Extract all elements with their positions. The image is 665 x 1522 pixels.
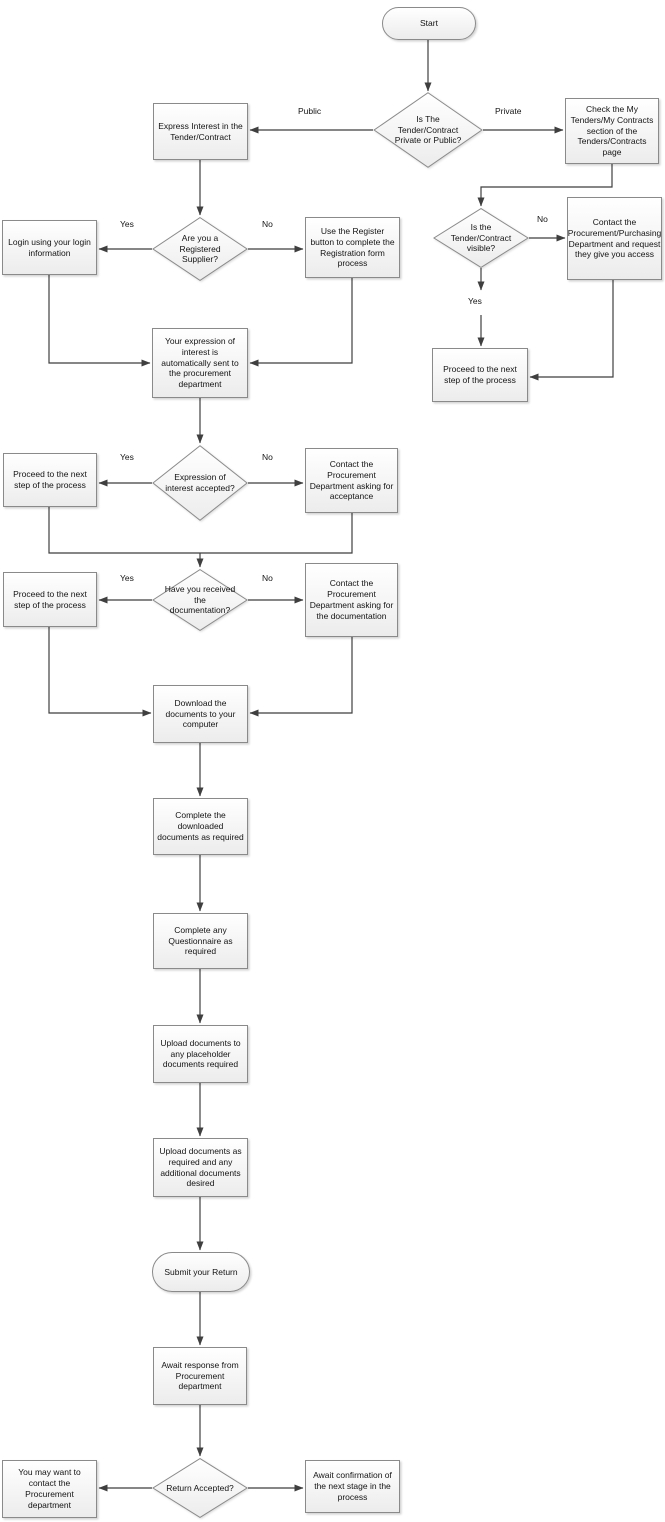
process-contact-for-acceptance: Contact the Procurement Department askin… bbox=[305, 448, 398, 513]
edge-check-to-visible-decision bbox=[477, 164, 613, 207]
diamond-shape bbox=[152, 569, 248, 631]
diamond-shape bbox=[152, 445, 248, 521]
node-label: Complete the downloaded documents as req… bbox=[157, 810, 244, 842]
node-label: Your expression of interest is automatic… bbox=[161, 335, 239, 390]
process-login: Login using your login information bbox=[2, 220, 97, 275]
diamond-shape bbox=[373, 92, 483, 168]
diamond-shape bbox=[152, 217, 248, 281]
node-label: Complete any Questionnaire as required bbox=[168, 924, 233, 957]
edge-contact-purchasing-to-proceed bbox=[529, 280, 614, 381]
process-complete-questionnaire: Complete any Questionnaire as required bbox=[153, 913, 248, 969]
node-label: Is The Tender/Contract Private or Public… bbox=[394, 113, 462, 146]
node-label: Contact the Procurement Department askin… bbox=[309, 458, 394, 502]
node-label: Upload documents to any placeholder docu… bbox=[160, 1037, 241, 1070]
diamond-shape bbox=[152, 1458, 248, 1518]
edge-label-docs-yes: Yes bbox=[120, 573, 134, 583]
edge-label-visible-no: No bbox=[537, 214, 548, 224]
edge-label-accepted-yes: Yes bbox=[120, 452, 134, 462]
node-label: Contact the Procurement Department askin… bbox=[309, 578, 394, 621]
node-label: Login using your login information bbox=[8, 236, 91, 258]
process-download-documents: Download the documents to your computer bbox=[153, 685, 248, 743]
submit-return-terminator: Submit your Return bbox=[152, 1252, 250, 1292]
process-proceed-next-step-accepted: Proceed to the next step of the process bbox=[3, 453, 97, 507]
start-terminator: Start bbox=[382, 7, 476, 40]
process-proceed-next-step-docs: Proceed to the next step of the process bbox=[3, 572, 97, 627]
node-label: Start bbox=[420, 18, 438, 29]
edge-label-accepted-no: No bbox=[262, 452, 273, 462]
node-label: Submit your Return bbox=[164, 1266, 238, 1277]
edge-label-registered-no: No bbox=[262, 219, 273, 229]
decision-expression-accepted: Expression of interest accepted? bbox=[152, 445, 248, 521]
node-label: Await response from Procurement departme… bbox=[161, 1359, 239, 1392]
process-upload-required-documents: Upload documents as required and any add… bbox=[153, 1138, 248, 1197]
decision-received-documentation: Have you received the documentation? bbox=[152, 569, 248, 631]
node-label: Express Interest in the Tender/Contract bbox=[158, 120, 243, 142]
process-use-register-button: Use the Register button to complete the … bbox=[305, 217, 400, 278]
node-label: Is the Tender/Contract visible? bbox=[450, 221, 512, 254]
process-contact-for-documentation: Contact the Procurement Department askin… bbox=[305, 563, 398, 637]
node-label: You may want to contact the Procurement … bbox=[18, 1467, 81, 1510]
decision-registered-supplier: Are you a Registered Supplier? bbox=[152, 217, 248, 281]
node-label: Proceed to the next step of the process bbox=[443, 364, 517, 385]
decision-tender-visible: Is the Tender/Contract visible? bbox=[433, 208, 529, 268]
edge-proceed-to-download bbox=[48, 627, 152, 717]
edge-merge-right bbox=[200, 513, 353, 554]
process-expression-sent: Your expression of interest is automatic… bbox=[152, 328, 248, 398]
diamond-shape bbox=[433, 208, 529, 268]
process-proceed-next-step-visible: Proceed to the next step of the process bbox=[432, 348, 528, 402]
process-contact-purchasing-for-access: Contact the Procurement/Purchasing Depar… bbox=[567, 197, 662, 280]
node-label: Expression of interest accepted? bbox=[165, 472, 235, 493]
edge-label-private: Private bbox=[495, 106, 522, 116]
node-label: Proceed to the next step of the process bbox=[13, 469, 87, 490]
node-label: Are you a Registered Supplier? bbox=[179, 232, 221, 265]
node-label: Check the My Tenders/My Contracts sectio… bbox=[570, 103, 654, 158]
process-await-confirmation: Await confirmation of the next stage in … bbox=[305, 1460, 400, 1513]
node-label: Have you received the documentation? bbox=[164, 583, 236, 616]
edge-login-to-expression-sent bbox=[48, 275, 151, 367]
decision-return-accepted: Return Accepted? bbox=[152, 1458, 248, 1518]
node-label: Download the documents to your computer bbox=[165, 697, 236, 730]
edge-contact-docs-to-download bbox=[249, 637, 353, 717]
node-label: Use the Register button to complete the … bbox=[310, 225, 395, 269]
edge-label-visible-yes: Yes bbox=[468, 296, 482, 306]
edge-merge-left bbox=[48, 507, 200, 554]
node-label: Await confirmation of the next stage in … bbox=[313, 1470, 392, 1502]
edge-label-public: Public bbox=[298, 106, 322, 116]
node-label: Proceed to the next step of the process bbox=[13, 588, 87, 610]
process-contact-procurement-final: You may want to contact the Procurement … bbox=[2, 1460, 97, 1518]
decision-tender-private-or-public: Is The Tender/Contract Private or Public… bbox=[373, 92, 483, 168]
process-await-response: Await response from Procurement departme… bbox=[153, 1347, 247, 1405]
node-label: Return Accepted? bbox=[166, 1482, 234, 1493]
process-complete-downloaded-documents: Complete the downloaded documents as req… bbox=[153, 798, 248, 855]
process-check-my-tenders: Check the My Tenders/My Contracts sectio… bbox=[565, 98, 659, 164]
edge-label-registered-yes: Yes bbox=[120, 219, 134, 229]
edge-register-to-expression-sent bbox=[249, 278, 353, 367]
node-label: Contact the Procurement/Purchasing Depar… bbox=[567, 216, 662, 260]
edge-label-docs-no: No bbox=[262, 573, 273, 583]
process-upload-placeholder-documents: Upload documents to any placeholder docu… bbox=[153, 1025, 248, 1083]
process-express-interest: Express Interest in the Tender/Contract bbox=[153, 103, 248, 160]
node-label: Upload documents as required and any add… bbox=[159, 1145, 242, 1189]
